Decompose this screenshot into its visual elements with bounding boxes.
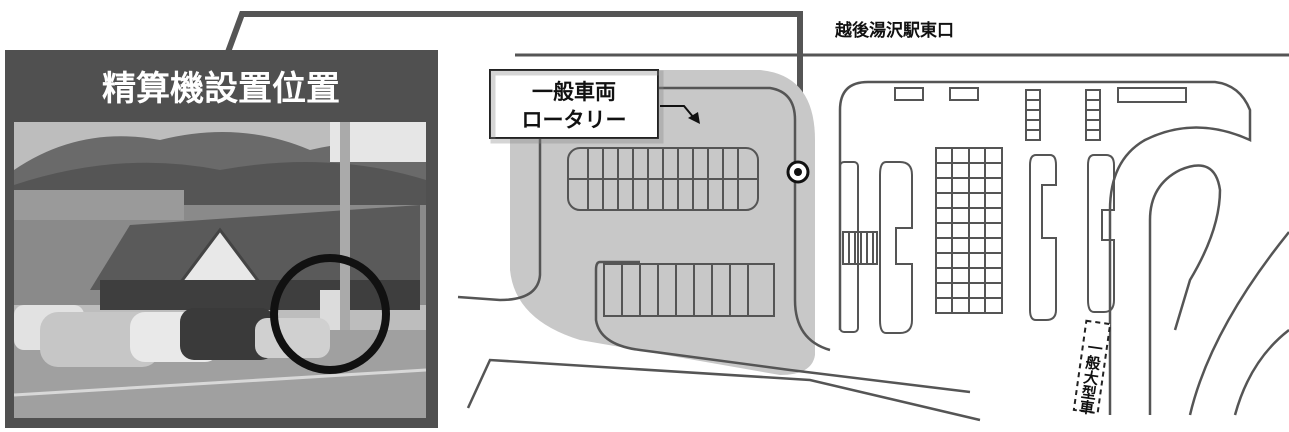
parking-grid-middle — [935, 147, 1003, 314]
map-area — [457, 53, 1289, 422]
photo-panel: 精算機設置位置 — [5, 11, 810, 428]
location-highlight-circle — [270, 254, 390, 374]
payment-machine-marker — [786, 160, 810, 184]
rotary-label-line2: ロータリー — [522, 108, 627, 132]
large-vehicle-lane-marker — [1072, 319, 1112, 415]
station-photo — [14, 122, 426, 418]
rotary-label-line1: 一般車両 — [532, 80, 616, 104]
rotary-label-box: 一般車両 ロータリー — [489, 69, 664, 144]
panel-title: 精算機設置位置 — [102, 69, 340, 109]
bicycle-racks — [842, 231, 878, 265]
station-east-exit-label: 越後湯沢駅東口 — [834, 20, 954, 41]
rotary-pointer-arrowhead — [688, 112, 700, 124]
rotary-pointer-arrow — [660, 105, 695, 119]
connector-line — [225, 11, 803, 160]
parking-block-upper — [567, 147, 759, 211]
parking-block-lower — [603, 263, 775, 317]
general-car-rotary-area — [510, 70, 815, 375]
